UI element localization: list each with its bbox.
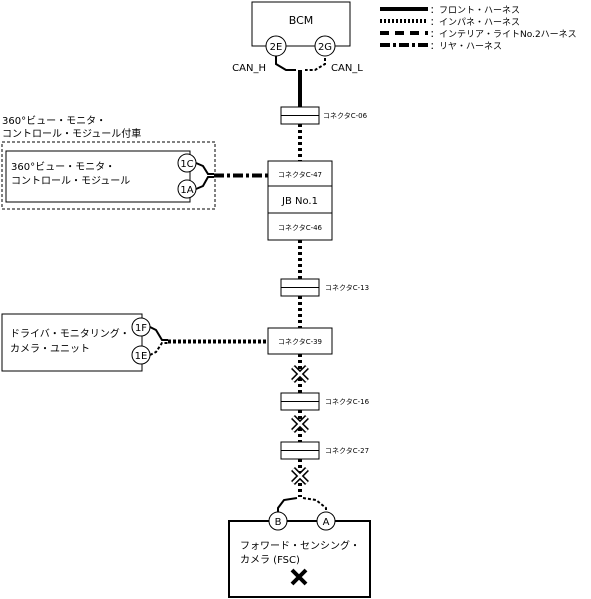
legend: ：フロント・ハーネス ：インパネ・ハーネス ：インテリア・ライトNo.2ハーネス…: [380, 5, 577, 52]
legend-interior-label: ：インテリア・ライトNo.2ハーネス: [430, 29, 577, 40]
pin-1e: [131, 345, 151, 365]
pin-1c: [177, 153, 197, 173]
pin-1f: [131, 317, 151, 337]
legend-rear-label: ：リヤ・ハーネス: [430, 41, 502, 52]
pin-1e-label: 1E: [135, 351, 148, 362]
fsc-label-line1: フォワード・センシング・: [240, 539, 360, 552]
svm-1a-wire: [195, 176, 214, 190]
pin-2e-label: 2E: [270, 42, 283, 53]
connector-c06: コネクタC-06: [280, 106, 368, 125]
connector-c27-label: コネクタC-27: [325, 446, 369, 455]
svm-note-line1: 360°ビュー・モニタ・: [2, 115, 106, 127]
connector-c47-label: コネクタC-47: [278, 170, 322, 179]
dmc-1e-wire: [149, 342, 168, 356]
pin-a: [316, 511, 336, 531]
fsc-label-line2: カメラ (FSC): [240, 554, 300, 566]
jb-label: JB No.1: [281, 196, 318, 207]
svm-module: 360°ビュー・モニタ・ コントロール・モジュール付車 360°ビュー・モニタ・…: [1, 115, 268, 210]
svm-label-line1: 360°ビュー・モニタ・: [11, 161, 115, 173]
bcm-box: [251, 1, 351, 47]
pin-a-label: A: [323, 517, 330, 528]
connector-c06-label: コネクタC-06: [323, 111, 368, 120]
dmc-1f-wire: [149, 326, 168, 341]
junction-block-group: コネクタC-47 JB No.1 コネクタC-46: [267, 160, 333, 241]
pin-1a-label: 1A: [180, 185, 193, 196]
svm-label-line2: コントロール・モジュール: [11, 176, 130, 187]
svm-1c-wire: [195, 162, 214, 175]
pin-2g-label: 2G: [318, 42, 332, 53]
trunk-wiring: [275, 53, 327, 513]
pin-2e: [265, 35, 287, 57]
fsc-box: [228, 520, 371, 598]
connector-c13: コネクタC-13: [280, 278, 369, 297]
pin-b: [268, 511, 288, 531]
can-l-label: CAN_L: [331, 63, 363, 74]
legend-inpane-label: ：インパネ・ハーネス: [430, 17, 520, 28]
legend-front-label: ：フロント・ハーネス: [430, 5, 520, 16]
connector-c46-label: コネクタC-46: [278, 223, 323, 232]
fsc-module: B A フォワード・センシング・ カメラ (FSC): [228, 511, 371, 598]
pin-1f-label: 1F: [135, 323, 147, 334]
pin-2g: [314, 35, 336, 57]
can-h-label: CAN_H: [232, 63, 266, 74]
pin-1a: [177, 179, 197, 199]
connector-c39: コネクタC-39: [267, 327, 333, 355]
bcm-label: BCM: [289, 14, 314, 27]
connector-c39-box: [267, 327, 333, 355]
junction-block-frame: [267, 160, 333, 241]
bcm-module: BCM 2E 2G CAN_H CAN_L: [232, 1, 363, 74]
fault-cross-icon: [291, 365, 309, 383]
dmc-box: [1, 313, 143, 372]
dmc-label-line1: ドライバ・モニタリング・: [10, 327, 130, 340]
fault-cross-icon: [291, 415, 309, 433]
svm-box: [5, 150, 191, 203]
can-h-wire: [275, 53, 296, 71]
connector-c16: コネクタC-16: [280, 392, 370, 411]
can-l-wire: [305, 53, 326, 71]
fsc-fault-cross-icon: [290, 568, 308, 586]
connector-c39-label: コネクタC-39: [278, 337, 322, 346]
dmc-label-line2: カメラ・ユニット: [10, 343, 90, 355]
fault-marks: [291, 365, 309, 485]
fault-cross-icon: [291, 467, 309, 485]
pin-b-label: B: [275, 517, 282, 528]
connector-c27: コネクタC-27: [280, 441, 369, 460]
pin-1c-label: 1C: [180, 159, 193, 170]
svm-note-line2: コントロール・モジュール付車: [2, 127, 141, 140]
connector-c13-label: コネクタC-13: [325, 283, 369, 292]
fsc-a-wire: [302, 497, 327, 513]
dmc-module: ドライバ・モニタリング・ カメラ・ユニット 1F 1E: [1, 313, 268, 372]
fsc-b-wire: [277, 497, 298, 513]
connector-c16-label: コネクタC-16: [325, 397, 370, 406]
